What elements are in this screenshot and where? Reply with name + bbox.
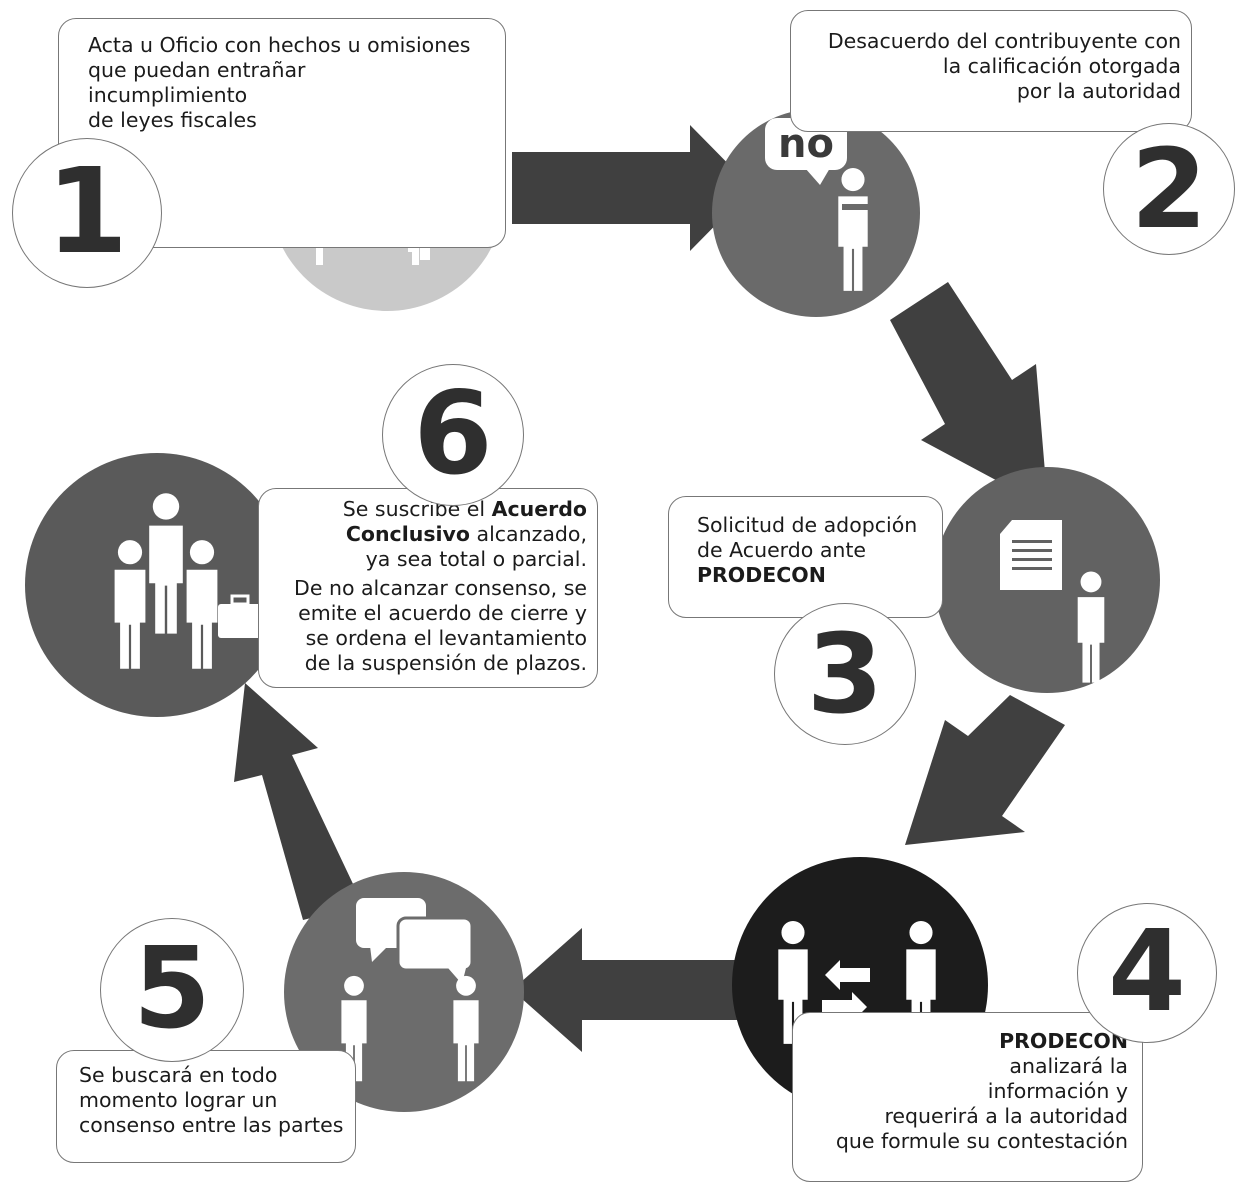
step-4-number: 4 [1108,907,1186,1037]
step-3-number: 3 [806,610,884,738]
step-5-number: 5 [133,924,211,1054]
step-6-line: Se suscribe el Acuerdo [259,497,587,522]
arrow-1-to-2 [512,125,752,251]
step-1-number-badge: 1 [12,138,162,288]
step-3-prodecon-label: PRODECON [697,563,826,587]
arrow-4-to-5 [512,928,752,1052]
step-2-line: por la autoridad [1016,79,1181,103]
step-1-line: que puedan entrañar [88,58,306,82]
step-4-line: requerirá a la autoridad [884,1104,1128,1128]
step-5-line: consenso entre las partes [79,1113,344,1137]
step-1-line: de leyes fiscales [88,108,257,132]
speech-bubbles-icon [356,898,474,984]
step-5-number-badge: 5 [100,918,244,1062]
step-5-callout: Se buscará en todo momento lograr un con… [56,1050,356,1163]
cycle-arrows [234,125,1065,1052]
step-2-number: 2 [1130,125,1208,253]
step-4-line: que formule su contestación [835,1129,1128,1153]
step-2-line: Desacuerdo del contribuyente con [827,29,1181,53]
step-2-callout: Desacuerdo del contribuyente con la cali… [790,10,1192,132]
arrow-3-to-4 [905,695,1065,845]
step-2-circle [712,109,920,317]
step-4-prodecon-label: PRODECON [999,1029,1128,1053]
step-4-line: información y [987,1079,1128,1103]
step-4-line: analizará la [1009,1054,1128,1078]
step-6-number-badge: 6 [382,364,524,506]
no-bubble-text: no [778,121,834,167]
step-6-text: alcanzado, [470,522,587,546]
step-3-line: Solicitud de adopción [697,513,918,537]
step-1-line: incumplimiento [88,83,248,107]
arrow-5-to-6 [234,683,363,920]
step-6-number: 6 [413,367,493,500]
step-6-line: se ordena el levantamiento [305,626,587,650]
step-3-line: de Acuerdo ante [697,538,867,562]
step-6-line: De no alcanzar consenso, se [294,576,587,600]
document-icon [1000,520,1062,590]
briefcase-icon [218,594,262,638]
step-6-line: de la suspensión de plazos. [304,651,587,675]
step-4-callout: PRODECON analizará la información y requ… [792,1012,1143,1182]
step-6-line: emite el acuerdo de cierre y [298,601,587,625]
step-6-conclusivo-bold: Conclusivo [345,522,470,546]
step-4-number-badge: 4 [1077,903,1217,1043]
step-5-line: momento lograr un [79,1088,278,1112]
step-1-line: Acta u Oficio con hechos u omisiones [88,33,471,57]
step-1-number: 1 [45,142,129,280]
step-6-callout: Se suscribe el Acuerdo Conclusivo alcanz… [258,488,598,688]
step-2-line: la calificación otorgada [942,54,1181,78]
step-3-number-badge: 3 [774,603,916,745]
arrow-2-to-3 [890,282,1048,508]
step-5-line: Se buscará en todo [79,1063,278,1087]
step-3-callout: Solicitud de adopción de Acuerdo ante PR… [668,496,943,618]
step-6-line: Conclusivo alcanzado, [259,522,587,547]
step-6-line: ya sea total o parcial. [365,547,587,571]
step-2-number-badge: 2 [1103,123,1235,255]
step-6-acuerdo-bold: Acuerdo [491,497,587,521]
